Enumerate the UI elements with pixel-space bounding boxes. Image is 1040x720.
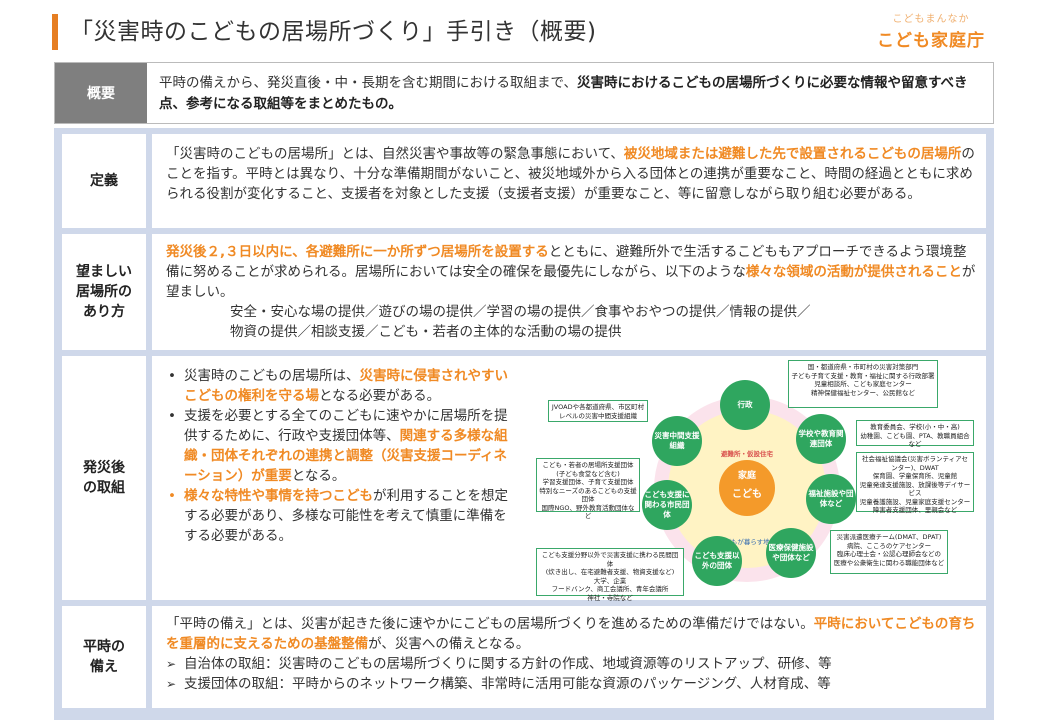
definition-text: 「災害時のこどもの居場所」とは、自然災害や事故等の緊急事態において、被災地域また…	[166, 144, 976, 204]
ideal-highlight-1: 発災後２,３日以内に、各避難所に一か所ずつ居場所を設置する	[166, 244, 549, 260]
box-outside: こども支援分野以外で災害支援に携わる民間団体 (炊き出し、在宅避難者支援、物資支…	[536, 548, 684, 602]
row-divider	[146, 356, 152, 600]
node-school: 学校や教育関連団体	[796, 414, 846, 464]
logo-title: こども家庭庁	[877, 31, 985, 51]
ideal-label-3: あり方	[83, 304, 125, 320]
normal-highlight: 平時においてこどもの育ちを重層的に支えるための基盤整備	[166, 616, 976, 652]
efforts-bullet-3: 様々な特性や事情を持つこどもが利用することを想定する必要があり、多様な可能性を考…	[166, 486, 512, 546]
efforts-label: 発災後の取組	[62, 356, 146, 600]
ideal-label-2: 居場所の	[76, 284, 132, 300]
diagram-center-bottom: こどもが暮らす地域	[717, 538, 777, 546]
normal-label-2: 備え	[90, 659, 118, 675]
ideal-p2: とともに、避難所外で生活するこどももアプローチできるよう環境整備に努めることが求…	[166, 244, 967, 280]
efforts-bullet-1: 災害時のこどもの居場所は、災害時に侵害されやすいこどもの権利を守る場となる必要が…	[166, 366, 512, 406]
ideal-p4: が望ましい。	[166, 264, 976, 300]
diagram-home: 家庭	[737, 471, 756, 481]
box-disaster: JVOADや各都道府県、市区町村レベルの災害中間支援組織	[548, 400, 648, 422]
logo-subtitle: こどもまんなか	[892, 14, 970, 25]
node-citizen: こども支援に関わる市民団体	[642, 480, 692, 530]
node-outside: こども支援以外の団体	[692, 536, 742, 586]
overview-label: 概要	[55, 63, 147, 123]
row-divider	[146, 134, 152, 228]
efforts-b1b: 災害時に侵害されやすいこどもの権利を守る場	[184, 368, 508, 404]
overview-text-b: 災害時におけるこどもの居場所づくりに必要な情報や留意すべき点、参考になる取組等を…	[159, 75, 968, 112]
efforts-b3b: が利用することを想定する必要があり、多様な可能性を考えて慎重に準備をする必要があ…	[184, 488, 508, 544]
efforts-label-1: 発災後	[83, 460, 125, 476]
efforts-b2a: 支援を必要とする全てのこどもに速やかに居場所を提供するために、行政や支援団体等、	[184, 408, 508, 444]
row-divider	[146, 606, 152, 708]
ideal-list-1: 安全・安心な場の提供／遊びの場の提供／学習の場の提供／食事やおやつの提供／情報の…	[230, 304, 811, 320]
normal-arrow-item-2: 支援団体の取組：平時からのネットワーク構築、非常時に活用可能な資源のパッケージン…	[166, 674, 976, 694]
normal-label-1: 平時の	[83, 639, 125, 655]
title-accent-bar	[52, 14, 58, 50]
box-welfare: 社会福祉協議会(災害ボランティアセンター)、DWAT 保育園、学童保育所、児童館…	[856, 452, 974, 514]
stakeholder-diagram: 避難所・仮設住宅 家庭 こども こどもが暮らす地域 行政 学校や教育関連団体 福…	[534, 360, 974, 602]
node-medical: 医療保健施設や団体など	[766, 528, 816, 578]
ideal-list-2: 物資の提供／相談支援／こども・若者の主体的な活動の場の提供	[230, 324, 622, 340]
node-gov: 行政	[720, 380, 770, 430]
page-title: 「災害時のこどもの居場所づくり」手引き（概要)	[70, 19, 597, 45]
diagram-child: こども	[732, 489, 762, 500]
efforts-b1a: 災害時のこどもの居場所は、	[184, 368, 360, 384]
ideal-section: 望ましい居場所のあり方 発災後２,３日以内に、各避難所に一か所ずつ居場所を設置す…	[62, 234, 986, 350]
agency-logo: こどもまんなか こども家庭庁	[866, 10, 996, 54]
ideal-label: 望ましい居場所のあり方	[62, 234, 146, 350]
efforts-b3a: 様々な特性や事情を持つこども	[184, 488, 373, 504]
definition-section: 定義 「災害時のこどもの居場所」とは、自然災害や事故等の緊急事態において、被災地…	[62, 134, 986, 228]
box-citizen: こども・若者の居場所支援団体 (子ども食堂など含む) 学習支援団体、子育て支援団…	[536, 458, 640, 520]
normal-arrow-item-1: 自治体の取組：災害時のこどもの居場所づくりに関する方針の作成、地域資源等のリスト…	[166, 654, 976, 674]
overview-section: 概要 平時の備えから、発災直後・中・長期を含む期間における取組まで、災害時におけ…	[54, 62, 994, 124]
box-medical: 災害派遣医療チーム(DMAT、DPAT) 病院、こころのケアセンター 臨床心理士…	[830, 530, 948, 574]
definition-highlight: 被災地域または避難した先で設置されるこどもの居場所	[623, 146, 962, 162]
efforts-bullet-2: 支援を必要とする全てのこどもに速やかに居場所を提供するために、行政や支援団体等、…	[166, 406, 512, 486]
efforts-text: 災害時のこどもの居場所は、災害時に侵害されやすいこどもの権利を守る場となる必要が…	[166, 366, 512, 546]
diagram-center-top: 避難所・仮設住宅	[721, 450, 773, 458]
ideal-label-1: 望ましい	[76, 264, 132, 280]
diagram-core: 家庭 こども	[719, 460, 775, 516]
normal-section: 平時の備え 「平時の備え」とは、災害が起きた後に速やかにこどもの居場所づくりを進…	[62, 606, 986, 708]
normal-p1: 「平時の備え」とは、災害が起きた後に速やかにこどもの居場所づくりを進めるための準…	[166, 616, 814, 632]
main-frame: 定義 「災害時のこどもの居場所」とは、自然災害や事故等の緊急事態において、被災地…	[54, 128, 994, 720]
node-welfare: 福祉施設や団体など	[806, 474, 856, 524]
normal-text: 「平時の備え」とは、災害が起きた後に速やかにこどもの居場所づくりを進めるための準…	[166, 614, 976, 694]
normal-label: 平時の備え	[62, 606, 146, 708]
ideal-highlight-2: 様々な領域の活動が提供されること	[745, 264, 962, 280]
efforts-b2b: 関連する多様な組織・団体それぞれの連携と調整（災害支援コーディネーション）が重要	[184, 428, 508, 484]
box-school: 教育委員会、学校(小・中・高) 幼稚園、こども園、PTA、教職員組合など	[856, 420, 974, 448]
overview-text-a: 平時の備えから、発災直後・中・長期を含む期間における取組まで、	[159, 75, 577, 91]
row-divider	[146, 234, 152, 350]
definition-label: 定義	[90, 173, 118, 189]
efforts-b2c: となる。	[291, 468, 346, 484]
normal-arrow-list: 自治体の取組：災害時のこどもの居場所づくりに関する方針の作成、地域資源等のリスト…	[166, 654, 976, 694]
overview-text: 平時の備えから、発災直後・中・長期を含む期間における取組まで、災害時におけるこど…	[159, 73, 981, 115]
efforts-label-2: の取組	[83, 480, 125, 496]
definition-p3: のことを指す。平時とは異なり、十分な準備期間がないこと、被災地域外から入る団体と…	[166, 146, 975, 202]
definition-p1: 「災害時のこどもの居場所」とは、自然災害や事故等の緊急事態において、	[166, 146, 624, 162]
box-gov: 国・都道府県・市町村の災害対策部門 子ども子育て支援・教育・福祉に関する行政部署…	[788, 360, 938, 408]
node-disaster: 災害中間支援組織	[652, 416, 702, 466]
ideal-text: 発災後２,３日以内に、各避難所に一か所ずつ居場所を設置するとともに、避難所外で生…	[166, 242, 976, 342]
efforts-b1c: となる必要がある。	[319, 388, 441, 404]
normal-p3: が、災害への備えとなる。	[368, 636, 530, 652]
